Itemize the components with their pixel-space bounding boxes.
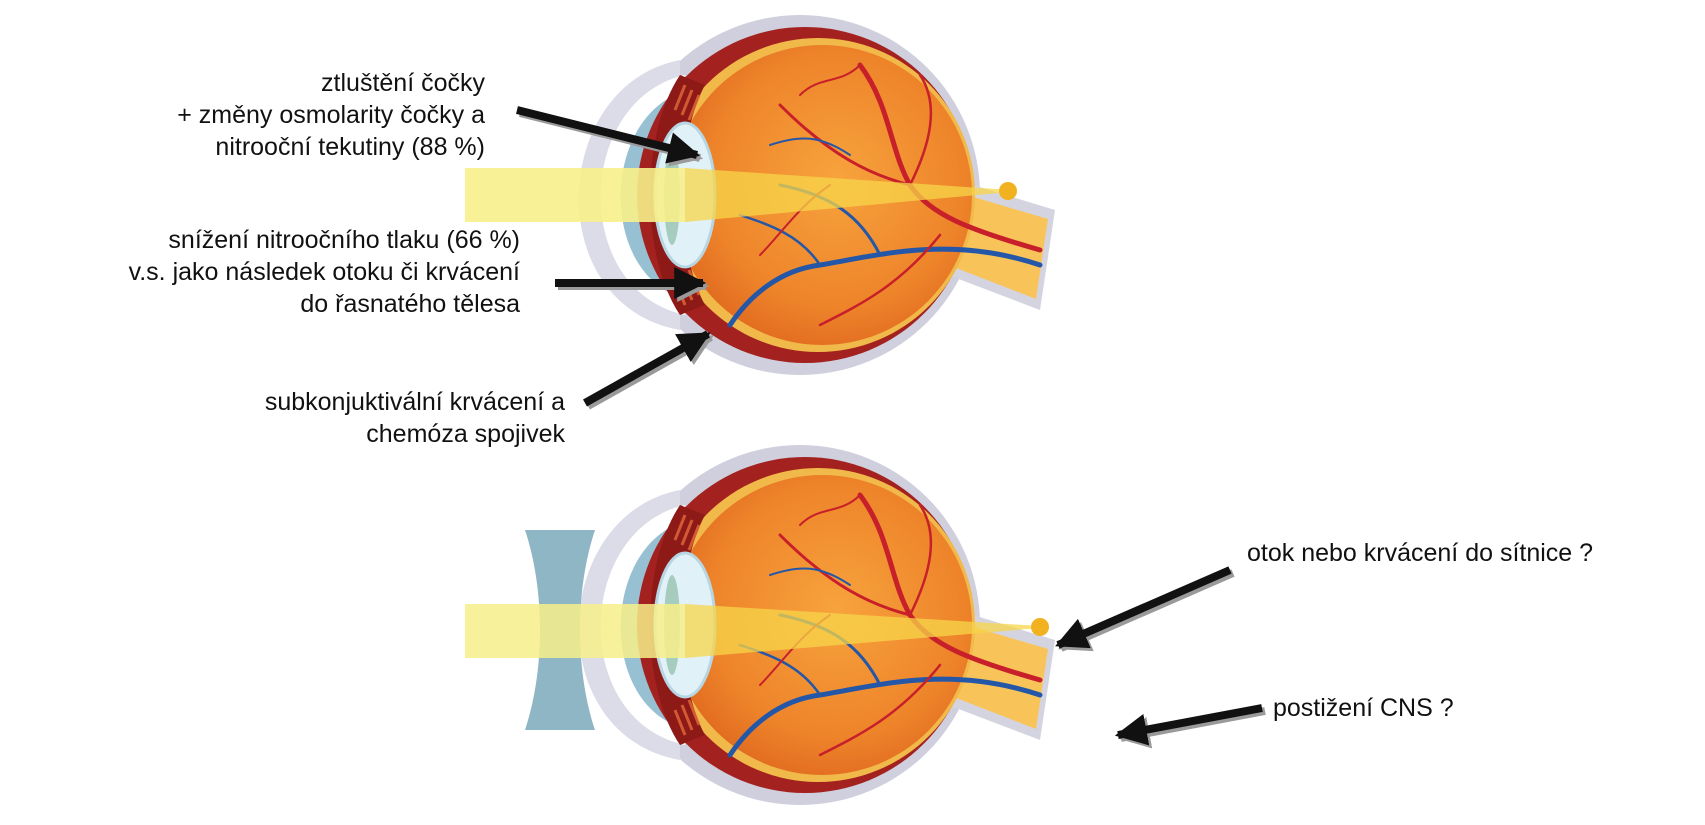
label-line: do řasnatého tělesa (129, 288, 520, 320)
arrow-retina (1058, 570, 1230, 645)
arrow-subconj (585, 334, 708, 403)
label-line: otok nebo krvácení do sítnice ? (1247, 537, 1593, 569)
label-subconj: subkonjuktivální krvácení a chemóza spoj… (265, 386, 565, 450)
label-retina: otok nebo krvácení do sítnice ? (1247, 537, 1593, 569)
label-line: subkonjuktivální krvácení a (265, 386, 565, 418)
label-line: snížení nitroočního tlaku (66 %) (129, 224, 520, 256)
label-cns: postižení CNS ? (1273, 692, 1454, 724)
label-line: postižení CNS ? (1273, 692, 1454, 724)
label-line: v.s. jako následek otoku či krvácení (129, 256, 520, 288)
label-lens-change: ztluštění čočky + změny osmolarity čočky… (177, 67, 485, 163)
arrow-cns (1118, 708, 1262, 735)
label-line: + změny osmolarity čočky a (177, 99, 485, 131)
label-line: chemóza spojivek (265, 418, 565, 450)
label-line: nitrooční tekutiny (88 %) (177, 131, 485, 163)
label-pressure: snížení nitroočního tlaku (66 %) v.s. ja… (129, 224, 520, 320)
label-line: ztluštění čočky (177, 67, 485, 99)
